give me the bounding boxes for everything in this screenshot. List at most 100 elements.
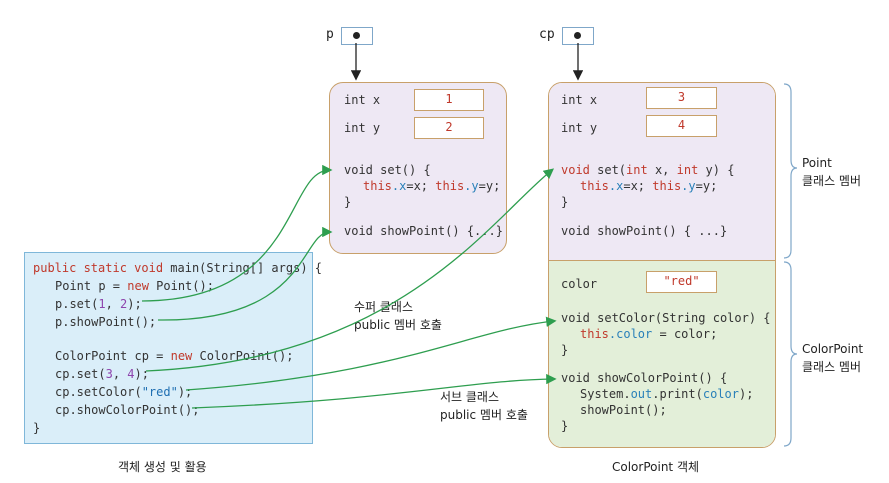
- field-ref: .color: [608, 327, 653, 341]
- code-text: .print(: [652, 387, 703, 401]
- arrow-cp-setcolor: [185, 316, 557, 391]
- code-text: =x;: [406, 179, 436, 193]
- number-literal: 4: [127, 367, 135, 381]
- field-y-value: 2: [414, 117, 484, 139]
- pointer-dot: [574, 32, 581, 39]
- code-text: ,: [105, 297, 121, 311]
- set-method-signature: void set() {: [344, 163, 431, 177]
- number-literal: 3: [105, 367, 113, 381]
- this-keyword: this: [435, 179, 465, 193]
- field-x-value: 3: [646, 87, 717, 109]
- showcolorpoint-method-signature: void showColorPoint() {: [561, 371, 728, 385]
- this-keyword: this: [652, 179, 682, 193]
- code-text: = color;: [652, 327, 718, 341]
- point-label-line1: Point: [802, 156, 832, 170]
- code-text: x,: [647, 163, 677, 177]
- code-text: );: [738, 387, 754, 401]
- set-method-body: this.x=x; this.y=y;: [363, 179, 500, 193]
- field-ref: out: [630, 387, 653, 401]
- code-text: set(: [597, 163, 627, 177]
- code-text: =x;: [623, 179, 653, 193]
- code-text: );: [134, 367, 149, 381]
- point-members-section: [549, 83, 775, 260]
- set-method-body: this.x=x; this.y=y;: [580, 179, 717, 193]
- set-method-close: }: [344, 195, 352, 209]
- code-text: Point();: [148, 279, 214, 293]
- new-keyword: new: [170, 349, 193, 363]
- new-keyword: new: [127, 279, 149, 293]
- cpoint-label-line1: ColorPoint: [802, 342, 864, 356]
- showpoint-method: void showPoint() { ...}: [561, 224, 728, 238]
- cpoint-label-line2: 클래스 멤버: [802, 360, 862, 374]
- showpoint-call: showPoint();: [580, 403, 667, 417]
- setcolor-method-signature: void setColor(String color) {: [561, 311, 771, 325]
- pointer-dot: [353, 32, 360, 39]
- number-literal: 1: [98, 297, 106, 311]
- super-call-label: 수퍼 클래스 public 멤버 호출: [354, 298, 442, 334]
- code-text: ,: [112, 367, 128, 381]
- point-object: int x 1 int y 2 void set() { this.x=x; t…: [329, 82, 507, 254]
- code-text: System.: [580, 387, 631, 401]
- super-label-line1: 수퍼 클래스: [354, 300, 414, 314]
- point-members-label: Point 클래스 멤버: [802, 154, 861, 190]
- main-line-6: cp.set(3, 4);: [55, 367, 149, 381]
- field-y-decl: int y: [561, 121, 598, 135]
- code-text: =y;: [695, 179, 718, 193]
- code-text: Point p =: [55, 279, 128, 293]
- code-text: );: [177, 385, 193, 399]
- arrow-cp-set: [145, 168, 555, 372]
- number-literal: 2: [120, 297, 128, 311]
- code-text: ColorPoint cp =: [55, 349, 171, 363]
- colorpoint-object: int x 3 int y 4 void set(int x, int y) {…: [548, 82, 776, 448]
- ref-label-p: p: [326, 27, 334, 42]
- sub-label-line2: public 멤버 호출: [440, 408, 528, 422]
- main-line-9: }: [33, 421, 41, 435]
- field-x-decl: int x: [561, 93, 598, 107]
- colorpoint-members-label: ColorPoint 클래스 멤버: [802, 340, 863, 376]
- super-label-line2: public 멤버 호출: [354, 318, 442, 332]
- code-text: main(String[] args) {: [163, 261, 322, 275]
- field-y-value: 4: [646, 115, 717, 137]
- brace-colorpoint-members: [783, 261, 798, 447]
- code-text: cp.set(: [55, 367, 106, 381]
- field-ref: .x: [391, 179, 407, 193]
- field-color-value: "red": [646, 271, 717, 293]
- field-ref: color: [702, 387, 739, 401]
- caption-left: 객체 생성 및 활용: [118, 460, 207, 474]
- field-x-value: 1: [414, 89, 484, 111]
- main-line-8: cp.showColorPoint();: [55, 403, 200, 417]
- field-x-decl: int x: [344, 93, 381, 107]
- code-text: );: [127, 297, 142, 311]
- int-keyword: int: [676, 163, 699, 177]
- set-method-signature: void set(int x, int y) {: [561, 163, 734, 177]
- field-ref: .x: [608, 179, 624, 193]
- showpoint-method: void showPoint() {...}: [344, 224, 503, 238]
- showcolorpoint-method-close: }: [561, 419, 569, 433]
- brace-point-members: [783, 83, 798, 259]
- sub-call-label: 서브 클래스 public 멤버 호출: [440, 388, 528, 424]
- field-y-decl: int y: [344, 121, 381, 135]
- setcolor-method-close: }: [561, 343, 569, 357]
- main-line-1: public static void main(String[] args) {: [33, 261, 322, 275]
- arrow-p-showpoint: [157, 226, 333, 321]
- ref-box-p: [341, 27, 373, 45]
- print-statement: System.out.print(color);: [580, 387, 753, 401]
- arrow-p-set: [141, 164, 333, 302]
- main-line-5: ColorPoint cp = new ColorPoint();: [55, 349, 293, 363]
- modifier-keywords: public static void: [33, 261, 164, 275]
- setcolor-method-body: this.color = color;: [580, 327, 717, 341]
- main-line-7: cp.setColor("red");: [55, 385, 192, 399]
- void-keyword: void: [561, 163, 598, 177]
- this-keyword: this: [363, 179, 392, 193]
- field-color-decl: color: [561, 277, 598, 291]
- code-text: ColorPoint();: [192, 349, 294, 363]
- this-keyword: this: [580, 327, 609, 341]
- main-line-3: p.set(1, 2);: [55, 297, 142, 311]
- main-code-box: public static void main(String[] args) {…: [24, 252, 322, 444]
- set-method-close: }: [561, 195, 569, 209]
- sub-label-line1: 서브 클래스: [440, 390, 500, 404]
- arrow-cp-showcolorpoint: [191, 373, 557, 409]
- code-text: =y;: [478, 179, 501, 193]
- code-text: y) {: [698, 163, 735, 177]
